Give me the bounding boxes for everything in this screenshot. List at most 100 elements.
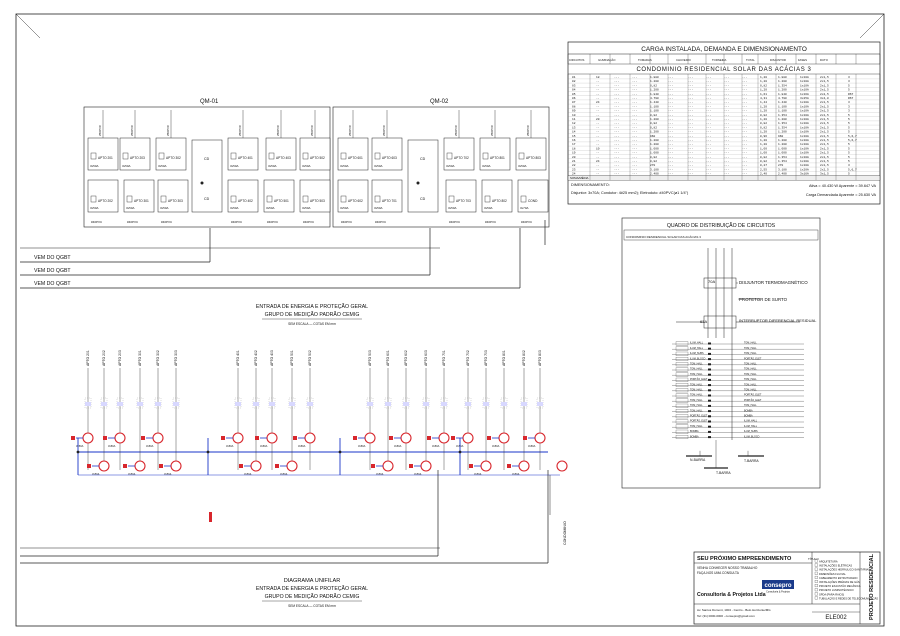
circuit-name: PORTÃO_ELET — [690, 420, 708, 423]
table-cell: 1.354 — [778, 160, 787, 163]
contents-checkbox — [814, 563, 818, 567]
table-dash: --- — [706, 164, 711, 167]
table-dash: --- — [724, 84, 729, 87]
table-dash: --- — [614, 80, 619, 83]
circuit-cell — [675, 351, 689, 356]
table-dash: --- — [688, 173, 693, 176]
feeder-label: APTO 703 — [484, 350, 488, 366]
breaker-rating: 3x50A — [90, 206, 99, 210]
table-cell: 3.100 — [650, 168, 659, 171]
table-cell: 1.200 — [650, 131, 659, 134]
table-dash: --- — [742, 135, 747, 138]
qdc-idr-rating: 63A — [700, 319, 707, 324]
breaker-rating: 3x70A — [520, 206, 529, 210]
bus-node — [76, 450, 80, 454]
meter-label: APTO 301 — [134, 199, 149, 203]
table-dash: --- — [688, 131, 693, 134]
meter-label: APTO 602 — [348, 199, 363, 203]
meter-label: APTO 201 — [98, 156, 113, 160]
circuit-breaker — [708, 389, 711, 392]
table-dash: --- — [742, 152, 747, 155]
table-cell: 2x1,5 — [820, 126, 829, 129]
contents-checkbox — [814, 584, 818, 588]
circuit-cell — [675, 357, 689, 361]
table-cell: 2x1,5 — [820, 147, 829, 150]
contents-item: TUBULAÇÃO E REDES DE TELECOMUNICAÇÃO — [819, 595, 878, 600]
meter-band — [403, 402, 409, 406]
circuit-cell — [675, 346, 689, 351]
table-cell: 20 — [596, 118, 600, 121]
conduit-label: #40PVC — [127, 220, 139, 224]
table-dash: --- — [614, 143, 619, 146]
table-cell: 23 — [572, 168, 576, 171]
contents-checkbox — [814, 588, 818, 592]
feeder-label: APTO 602 — [404, 350, 408, 366]
meter-symbol — [250, 460, 262, 472]
meter-display — [126, 195, 133, 203]
meter-label: APTO 503 — [310, 199, 325, 203]
table-dash: --- — [632, 135, 637, 138]
meter-box — [119, 137, 151, 171]
table-cell: 0,82 — [760, 126, 767, 129]
table-cell: 0,82 — [650, 156, 657, 159]
table-dash: --- — [614, 173, 619, 176]
conduit-label: #40PVC — [267, 220, 279, 224]
table-cell: 2x1,5 — [820, 122, 829, 125]
table-cell: 1x10A — [800, 114, 809, 117]
contents-item: INSTALAÇÕES HIDRÁULICO-SANITÁRIAS — [819, 567, 870, 572]
meter-display — [158, 152, 165, 160]
table-cell: 1.200 — [650, 143, 659, 146]
breaker-tag: 3x50A — [358, 444, 366, 448]
meter-symbol — [152, 432, 164, 444]
table-dash: --- — [742, 173, 747, 176]
circuit-name: TOM_HALL — [690, 389, 703, 392]
breaker-symbol — [469, 464, 473, 468]
table-cell: 1,20 — [760, 118, 767, 121]
table-dash: --- — [724, 147, 729, 150]
table-cell: 0,82 — [760, 114, 767, 117]
load-table: CARGA INSTALADA, DEMANDA E DIMENSIONAMEN… — [567, 41, 881, 205]
circuit-name: TOM_HALL — [690, 363, 703, 366]
table-dash: --- — [688, 93, 693, 96]
qdc-board: QUADRO DE DISTRIBUIÇÃO DE CIRCUITOS COND… — [621, 217, 821, 489]
table-cell: 1,20 — [760, 89, 767, 92]
table-cell: 1.200 — [778, 131, 787, 134]
breaker-rating: 3x50A — [446, 164, 455, 168]
table-cell: 10 — [572, 114, 576, 117]
meter-symbol — [518, 460, 530, 472]
caption-1-line1: ENTRADA DE ENERGIA E PROTEÇÃO GERAL — [256, 303, 368, 310]
feeder-label: APTO 502 — [308, 350, 312, 366]
breaker-symbol — [353, 436, 357, 440]
meter-symbol — [114, 432, 126, 444]
table-cell: 2x1,5 — [820, 139, 829, 142]
table-cell: 1.354 — [778, 84, 787, 87]
circuit-breaker — [708, 410, 711, 413]
circuit-name: TOM_HALL — [690, 394, 703, 397]
circuit-cell — [675, 398, 689, 403]
table-dash: --- — [614, 97, 619, 100]
table-cell: 15 — [572, 135, 576, 138]
table-dash: --- — [614, 168, 619, 171]
table-cell: 1.354 — [778, 114, 787, 117]
table-dash: --- — [742, 126, 747, 129]
table-cell: 2x1,5 — [820, 84, 829, 87]
meter-symbol — [498, 432, 510, 444]
circuit-name-r: TOM_HALL — [744, 363, 757, 366]
table-dash: --- — [706, 139, 711, 142]
table-dash: --- — [724, 139, 729, 142]
table-dash: --- — [706, 118, 711, 121]
breaker-rating: 3x50A — [484, 206, 493, 210]
table-dash: --- — [688, 160, 693, 163]
table-dash: --- — [706, 89, 711, 92]
table-cell: 2x2,5 — [820, 93, 829, 96]
breaker-rating: 3x50A — [302, 164, 311, 168]
table-cell: 3 — [848, 105, 850, 108]
circuit-cell — [675, 383, 689, 387]
meter-display — [230, 152, 237, 160]
table-dash: --- — [706, 168, 711, 171]
breaker-rating: 3x50A — [302, 206, 311, 210]
breaker-symbol — [389, 436, 393, 440]
table-dash: --- — [688, 147, 693, 150]
header-cell: CIRCUITOS — [569, 58, 584, 62]
table-cell: 1,20 — [760, 139, 767, 142]
